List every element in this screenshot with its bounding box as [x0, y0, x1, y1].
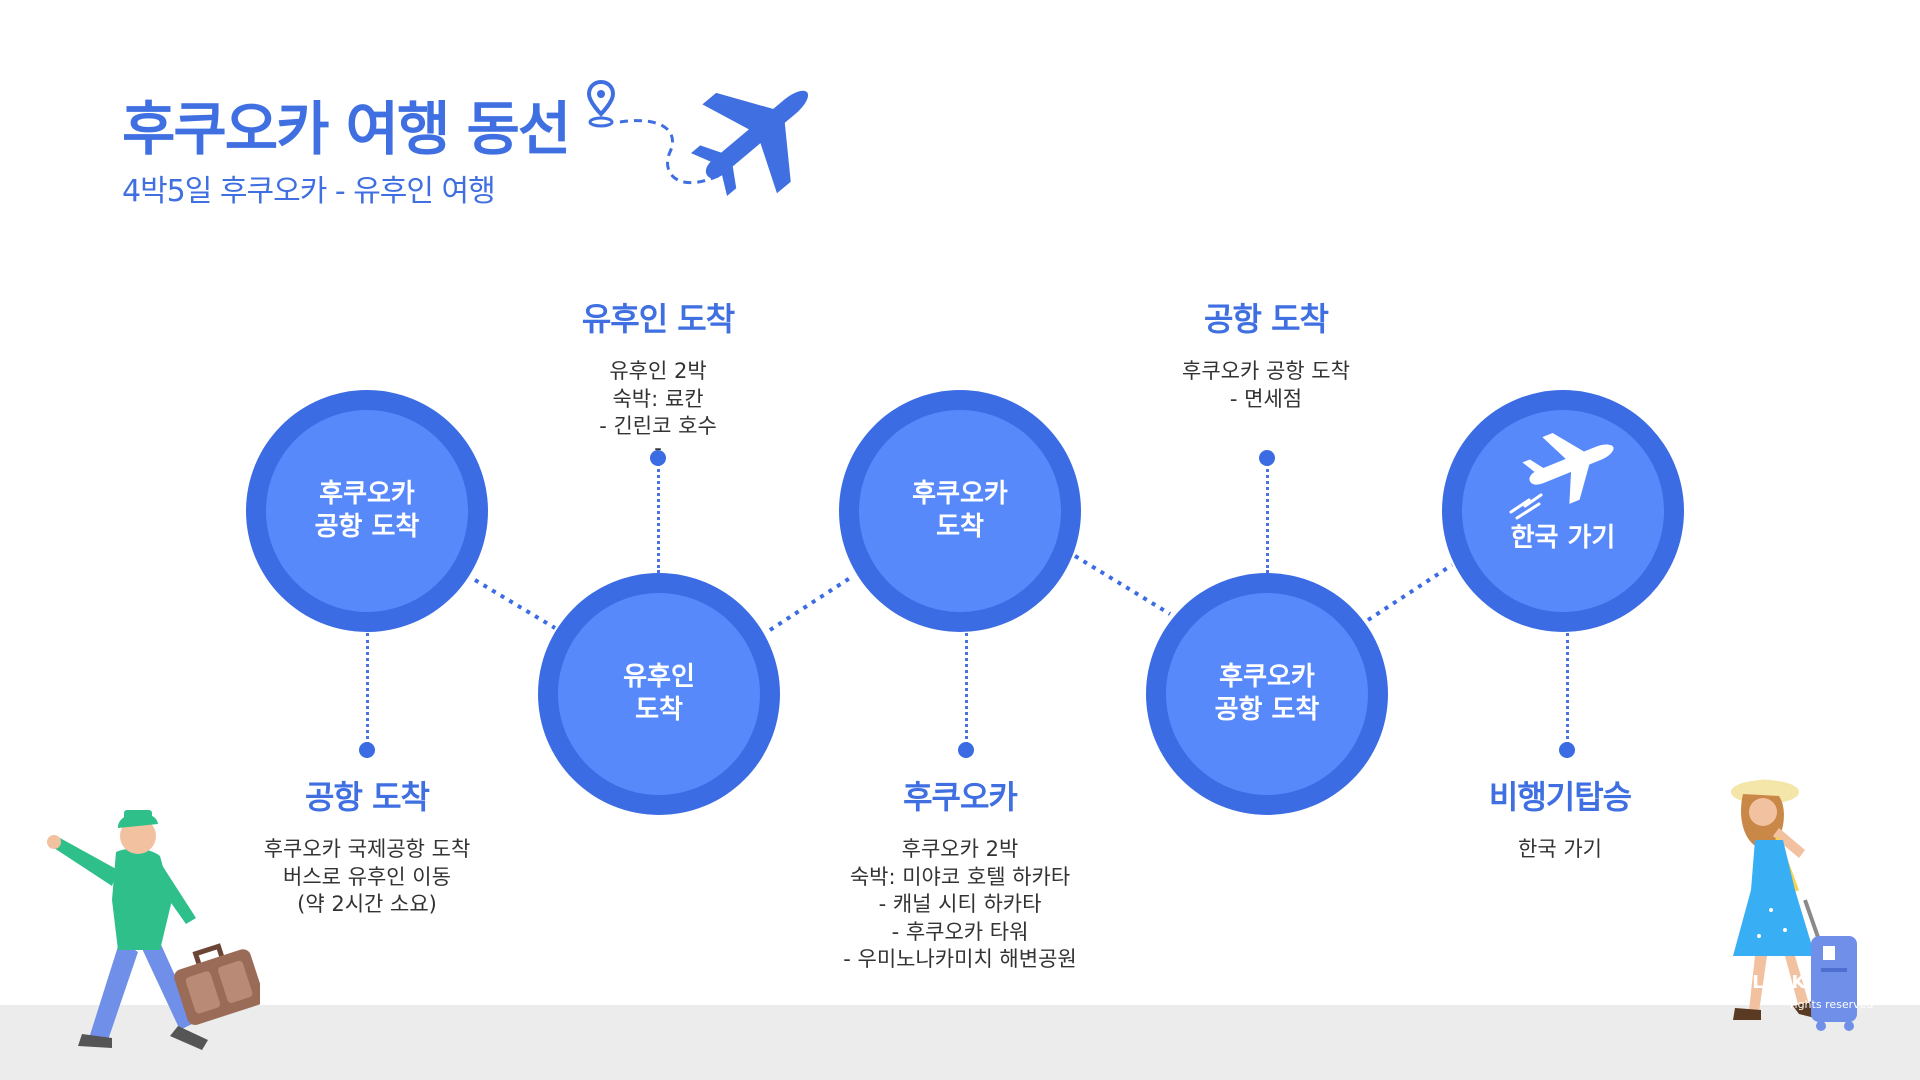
label-line: 유후인 2박: [609, 359, 707, 383]
stem-dot-1: [359, 742, 375, 758]
traveler-woman-illustration: [1731, 779, 1857, 1031]
node-label-line2: 도착: [635, 695, 683, 725]
label-line: - 면세점: [1229, 386, 1303, 411]
label-line: 숙박: 미야코 호텔 하카타: [849, 864, 1071, 889]
label-line: 한국 가기: [1518, 837, 1602, 861]
label-title: 공항 도착: [305, 778, 430, 816]
label-title: 유후인 도착: [581, 300, 735, 338]
ground-band: [0, 1005, 1920, 1080]
node-label-line2: 도착: [936, 512, 984, 542]
label-line: 후쿠오카 공항 도착: [1182, 359, 1350, 383]
flight-route-decoration: [586, 79, 809, 197]
timeline-label-5: 비행기탑승 한국 가기: [1380, 772, 1740, 864]
label-line: 버스로 유후인 이동: [283, 864, 451, 889]
takeoff-icon: [1509, 432, 1614, 520]
airplane-icon: [691, 90, 809, 197]
timeline-node-3: 후쿠오카 도착: [839, 390, 1081, 632]
label-title: 비행기탑승: [1488, 778, 1632, 816]
timeline-label-4: 공항 도착 후쿠오카 공항 도착 - 면세점: [1086, 294, 1446, 413]
label-line: - 후쿠오카 타워: [891, 919, 1029, 944]
timeline-node-inner: 후쿠오카 공항 도착: [266, 410, 468, 612]
node-label-line1: 유후인: [623, 662, 695, 692]
stem-4: [1266, 458, 1269, 573]
label-title: 공항 도착: [1204, 300, 1329, 338]
label-line: - 캐널 시티 하카타: [878, 892, 1042, 916]
timeline-label-3: 후쿠오카 후쿠오카 2박 숙박: 미야코 호텔 하카타 - 캐널 시티 하카타 …: [780, 772, 1140, 974]
label-line: -: [654, 435, 662, 460]
node-label-line1: 후쿠오카: [1219, 662, 1315, 692]
node-label-line2: 공항 도착: [1214, 695, 1320, 725]
page-title: 후쿠오카 여행 동선: [122, 95, 571, 163]
timeline-node-4: 후쿠오카 공항 도착: [1146, 573, 1388, 815]
timeline-node-inner: 한국 가기: [1462, 410, 1664, 612]
watermark-text: DI FLOCK: [1712, 972, 1806, 993]
watermark-subtext: rights reserved: [1790, 998, 1874, 1011]
stem-2: [657, 458, 660, 573]
label-line: - 우미노나카미치 해변공원: [843, 947, 1077, 971]
timeline-node-1: 후쿠오카 공항 도착: [246, 390, 488, 632]
stem-1: [366, 633, 369, 745]
label-line: (약 2시간 소요): [297, 892, 437, 916]
timeline-node-5: 한국 가기: [1442, 390, 1684, 632]
node-label-line1: 한국 가기: [1510, 523, 1616, 553]
node-label-line1: 후쿠오카: [912, 479, 1008, 509]
stem-3: [965, 633, 968, 745]
timeline-node-inner: 후쿠오카 도착: [859, 410, 1061, 612]
timeline-label-2: 유후인 도착 유후인 2박 숙박: 료칸 - 긴린코 호수 -: [478, 294, 838, 460]
node-label-line2: 공항 도착: [314, 512, 420, 542]
stem-dot-2: [650, 450, 666, 466]
stem-dot-4: [1259, 450, 1275, 466]
traveler-man-illustration: [47, 810, 260, 1050]
page-subtitle: 4박5일 후쿠오카 - 유후인 여행: [122, 174, 496, 209]
label-line: - 긴린코 호수: [599, 414, 717, 438]
location-pin-icon: [586, 79, 616, 128]
label-line: 숙박: 료칸: [612, 386, 704, 411]
label-line: 후쿠오카 국제공항 도착: [263, 837, 471, 861]
stem-dot-5: [1559, 742, 1575, 758]
timeline-node-inner: 유후인 도착: [558, 593, 760, 795]
timeline-label-1: 공항 도착 후쿠오카 국제공항 도착 버스로 유후인 이동 (약 2시간 소요): [187, 772, 547, 919]
stem-5: [1566, 633, 1569, 745]
timeline-node-2: 유후인 도착: [538, 573, 780, 815]
label-title: 후쿠오카: [903, 778, 1018, 816]
label-line: 후쿠오카 2박: [901, 837, 1019, 861]
timeline-node-inner: 후쿠오카 공항 도착: [1166, 593, 1368, 795]
node-label-line1: 후쿠오카: [319, 479, 415, 509]
stem-dot-3: [958, 742, 974, 758]
